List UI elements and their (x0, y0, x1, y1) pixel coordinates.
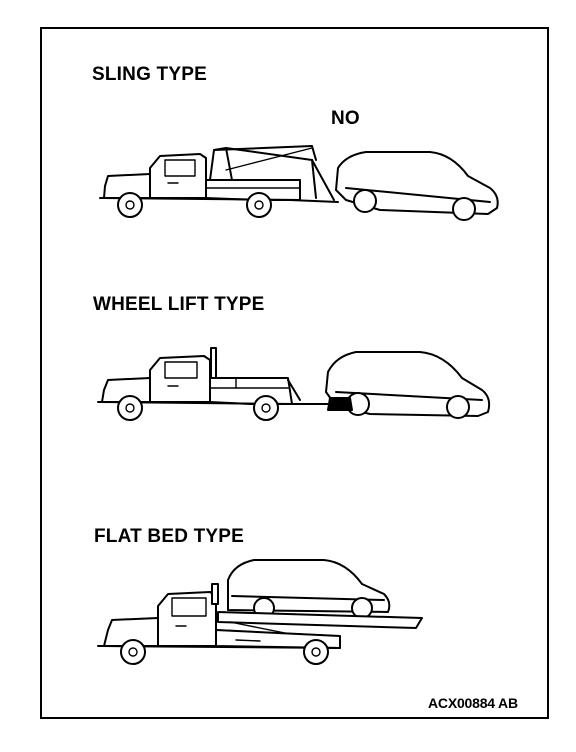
sling-type-no-note: NO (331, 108, 360, 129)
flat-bed-truck (97, 583, 423, 665)
figure-code: ACX00884 AB (428, 695, 518, 711)
flat-bed-type-title: FLAT BED TYPE (94, 526, 245, 547)
wheel-lift-towed-car (325, 351, 491, 419)
sling-towed-car (335, 151, 499, 221)
figure-frame (40, 27, 549, 719)
wheel-lift-tow-truck (97, 347, 353, 421)
flat-bed-carried-car (227, 559, 391, 619)
sling-tow-truck (99, 145, 339, 218)
wheel-lift-type-title: WHEEL LIFT TYPE (93, 294, 265, 315)
sling-type-title: SLING TYPE (92, 64, 207, 85)
